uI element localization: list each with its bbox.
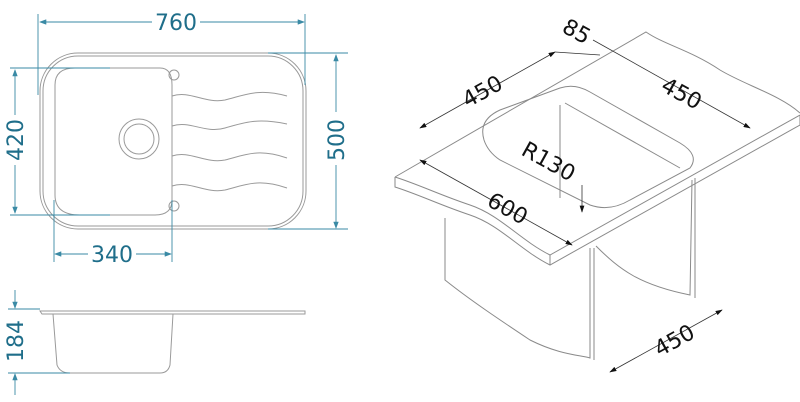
top-view: 760 500 420 340 xyxy=(4,11,350,268)
inset-85-label: 85 xyxy=(558,15,595,50)
depth-500-label: 500 xyxy=(325,119,350,161)
radius-r130-label: R130 xyxy=(517,137,579,187)
bowl-depth-420-label: 420 xyxy=(4,119,29,161)
iso-view: 85 450 450 R130 600 450 xyxy=(394,15,800,373)
bowl-left-450-label: 450 xyxy=(458,71,507,113)
bowl-width-340-label: 340 xyxy=(91,243,133,268)
height-184-label: 184 xyxy=(4,320,29,362)
width-760-label: 760 xyxy=(155,11,197,36)
side-view: 184 xyxy=(4,290,306,395)
